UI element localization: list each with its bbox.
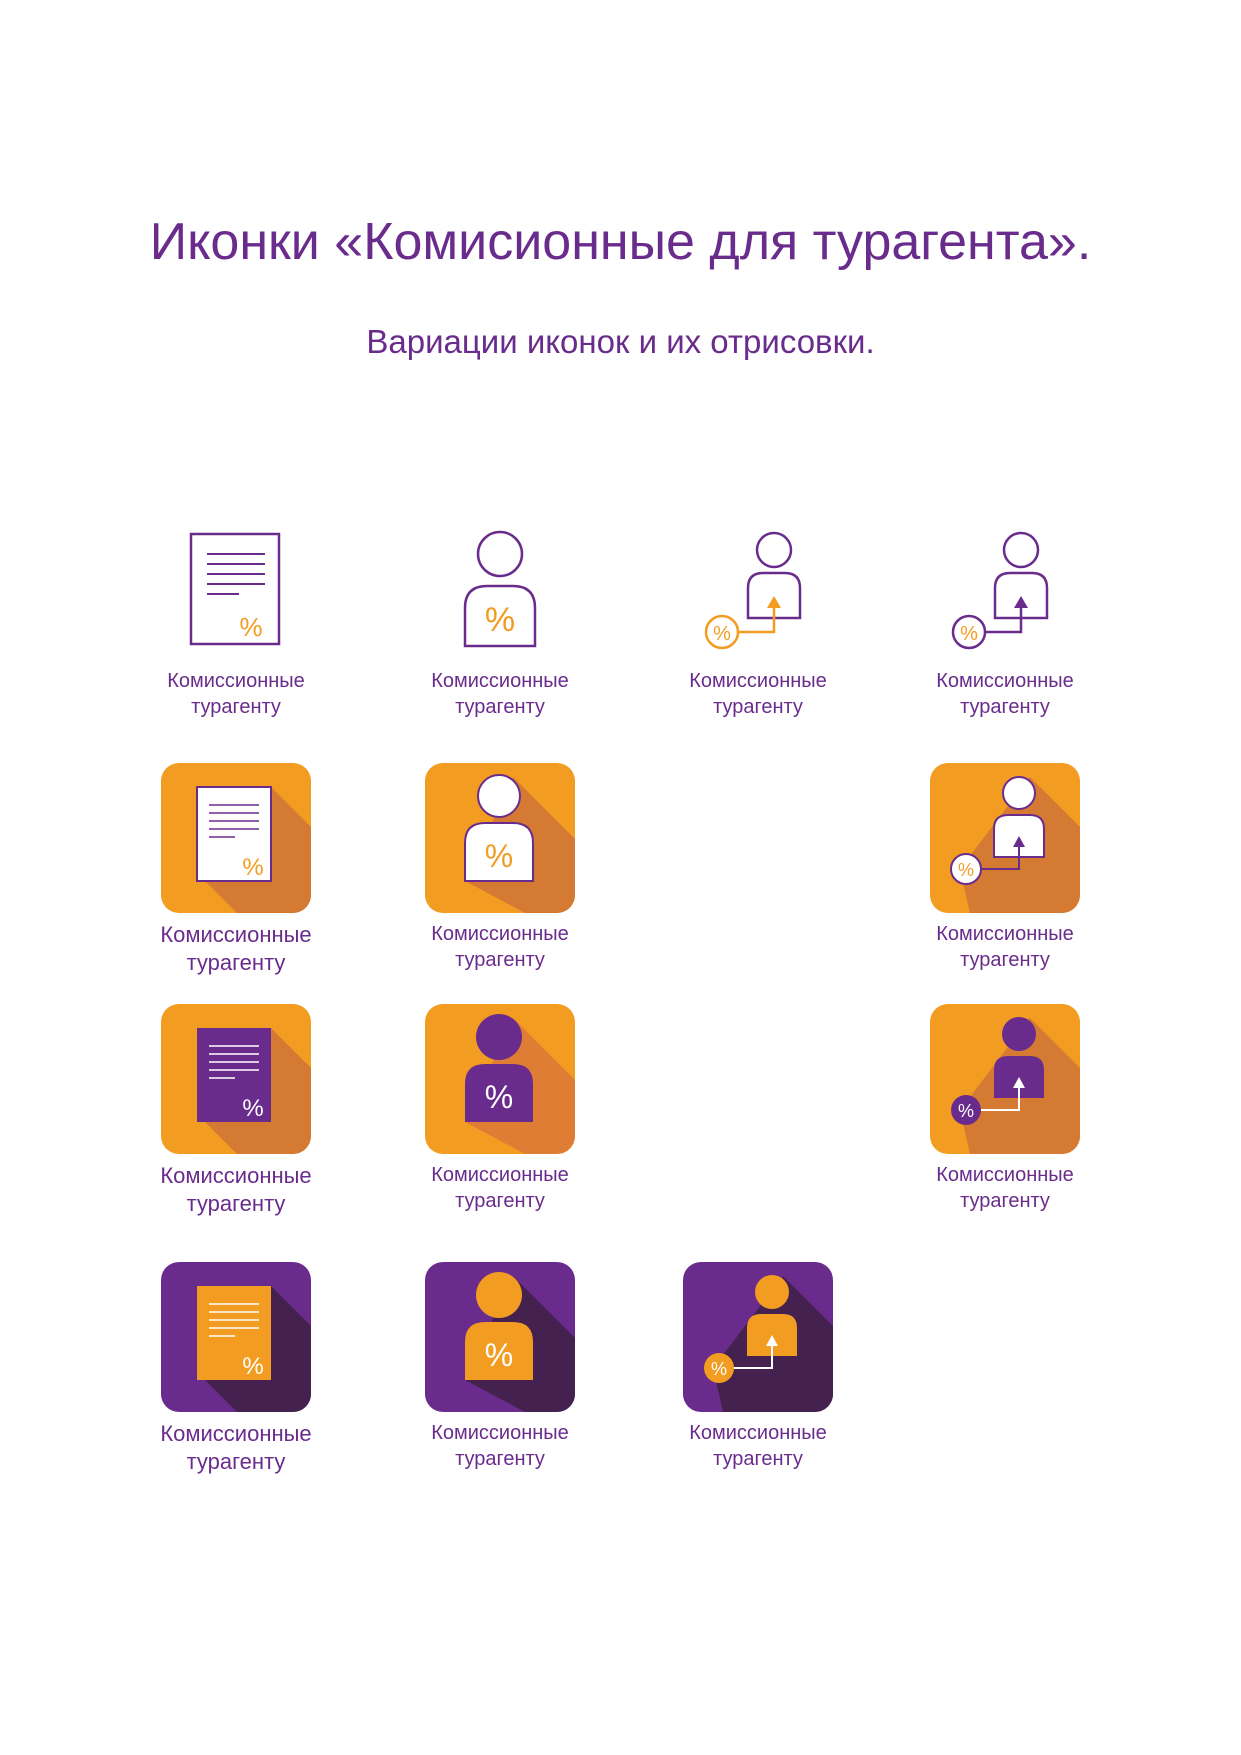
person-arrow-percent-icon: % [930,763,1080,913]
person-percent-icon: % [425,1004,575,1154]
page-title: Иконки «Комисионные для турагента». [149,213,1092,271]
person-arrow-percent-icon: % [683,1262,833,1412]
svg-text:%: % [960,623,978,645]
svg-text:%: % [485,838,513,874]
svg-text:%: % [711,1359,727,1379]
person-arrow-percent-icon: % [704,531,802,650]
document-percent-icon: % [189,532,281,646]
svg-text:%: % [713,623,731,645]
document-percent-icon: % [161,1004,311,1154]
svg-text:%: % [239,612,262,642]
document-percent-icon: % [161,763,311,913]
person-arrow-percent-icon: % [951,531,1049,650]
page-subtitle: Вариации иконок и их отрисовки. [366,323,875,360]
person-arrow-percent-icon: % [930,1004,1080,1154]
svg-text:%: % [242,1095,263,1122]
svg-text:%: % [242,854,263,881]
person-percent-icon: % [425,1262,575,1412]
svg-text:%: % [485,601,515,639]
person-percent-icon: % [463,530,537,648]
svg-text:%: % [485,1337,513,1373]
person-percent-icon: % [425,763,575,913]
svg-text:%: % [958,1101,974,1121]
svg-text:%: % [485,1079,513,1115]
document-percent-icon: % [161,1262,311,1412]
svg-text:%: % [958,860,974,880]
svg-text:%: % [242,1353,263,1380]
